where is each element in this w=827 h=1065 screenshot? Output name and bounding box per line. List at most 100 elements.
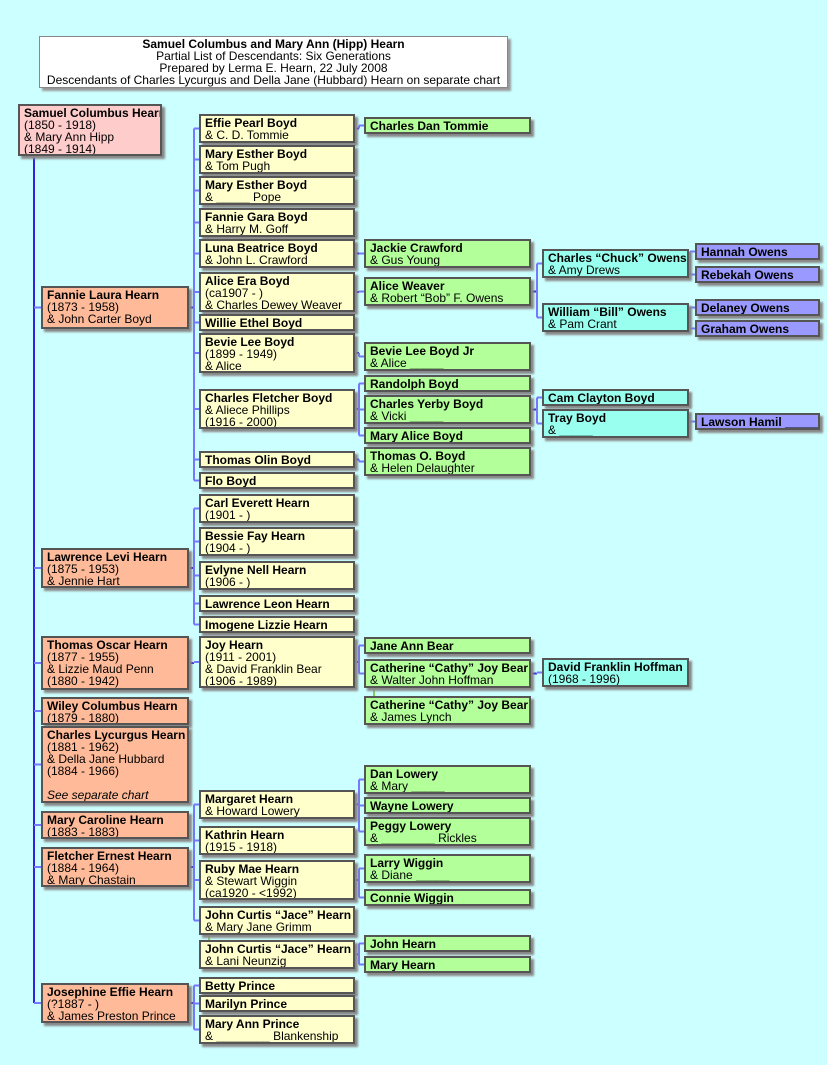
person-name: Rebekah Owens: [701, 268, 794, 282]
person-name: Willie Ethel Boyd: [205, 316, 303, 330]
person-detail: & James Preston Prince: [47, 1009, 176, 1023]
chart-author: Prepared by Lerma E. Hearn, 22 July 2008: [159, 61, 388, 75]
person-box-bevie: Bevie Lee Boyd(1899 - 1949)& Alice _____: [199, 333, 355, 373]
person-box-cathy-hoffman: Catherine “Cathy” Joy Bear& Walter John …: [364, 659, 531, 688]
person-name: Hannah Owens: [701, 245, 788, 259]
person-box-marilyn: Marilyn Prince: [199, 995, 355, 1012]
person-detail: & Howard Lowery: [205, 804, 300, 818]
person-name: Bessie Fay Hearn: [205, 529, 306, 543]
person-detail: & Mary Chastain: [47, 873, 136, 887]
person-detail: (1884 - 1966): [47, 764, 120, 778]
person-detail: & Harry M. Goff: [205, 222, 289, 236]
person-name: Cam Clayton Boyd: [548, 391, 655, 405]
person-name: Charles Dan Tommie: [370, 119, 489, 133]
person-box-connie: Connie Wiggin: [364, 889, 531, 906]
person-box-joy: Joy Hearn(1911 - 2001)& David Franklin B…: [199, 636, 355, 688]
person-detail: (1899 - 1949): [205, 347, 278, 361]
person-box-charles-yerby: Charles Yerby Boyd& Vicki _____: [364, 395, 531, 424]
person-box-larry: Larry Wiggin& Diane _____: [364, 854, 531, 883]
person-name: Joy Hearn: [205, 638, 264, 652]
person-detail: (1911 - 2001): [205, 650, 277, 664]
person-box-fannie-gara: Fannie Gara Boyd& Harry M. Goff: [199, 208, 355, 237]
person-name: Ruby Mae Hearn: [205, 862, 300, 876]
person-box-thomas-olin: Thomas Olin Boyd: [199, 451, 355, 468]
person-box-margaret: Margaret Hearn& Howard Lowery: [199, 790, 355, 819]
person-box-mary-caroline: Mary Caroline Hearn(1883 - 1883): [41, 811, 189, 839]
person-box-luna: Luna Beatrice Boyd& John L. Crawford: [199, 239, 355, 268]
person-name: Mary Caroline Hearn: [47, 813, 164, 827]
person-box-bessie: Bessie Fay Hearn(1904 - ): [199, 527, 355, 556]
person-name: Graham Owens: [701, 322, 790, 336]
person-box-mary-esther-pugh: Mary Esther Boyd& Tom Pugh: [199, 145, 355, 174]
person-detail: (1915 - 1918): [205, 840, 278, 854]
person-detail: & Vicki _____: [370, 409, 444, 423]
person-detail: & Amy Drews: [548, 263, 621, 277]
person-detail: & Stewart Wiggin: [205, 874, 298, 888]
person-name: Dan Lowery: [370, 767, 439, 781]
person-detail: & Lani Neunzig: [205, 954, 287, 968]
person-name: Lawrence Leon Hearn: [205, 597, 330, 611]
person-name: Jane Ann Bear: [370, 639, 454, 653]
person-detail: & John L. Crawford: [205, 253, 308, 267]
person-detail: & Walter John Hoffman: [370, 673, 494, 687]
person-name: Charles “Chuck” Owens: [548, 251, 687, 265]
person-box-josephine: Josephine Effie Hearn(?1887 - )& James P…: [41, 983, 189, 1023]
person-box-bill: William “Bill” Owens& Pam Crant: [542, 303, 689, 332]
person-detail: & David Franklin Bear: [205, 662, 322, 676]
person-detail: & ________ Rickles: [370, 831, 477, 845]
person-detail: (1884 - 1964): [47, 861, 120, 875]
person-box-fletcher: Fletcher Ernest Hearn(1884 - 1964)& Mary…: [41, 847, 189, 887]
person-name: Charles Lycurgus Hearn: [47, 728, 186, 742]
person-name: Bevie Lee Boyd Jr: [370, 344, 475, 358]
person-name: Fannie Laura Hearn: [47, 288, 160, 302]
person-name: Carl Everett Hearn: [205, 496, 310, 510]
person-detail: & Jennie Hart: [47, 574, 120, 588]
person-name: Connie Wiggin: [370, 891, 454, 905]
person-box-mary-ann-prince: Mary Ann Prince& ________ Blankenship: [199, 1015, 355, 1044]
person-name: Thomas Olin Boyd: [205, 453, 312, 467]
person-detail: & Helen Delaughter: [370, 461, 475, 475]
see-separate-chart-note: See separate chart: [47, 788, 149, 802]
person-name: Flo Boyd: [205, 474, 257, 488]
person-detail: & Gus Young: [370, 253, 441, 267]
person-box-jane-ann: Jane Ann Bear: [364, 637, 531, 654]
person-name: David Franklin Hoffman: [548, 660, 683, 674]
person-detail: & Diane _____: [370, 868, 450, 882]
person-name: Mary Esther Boyd: [205, 178, 308, 192]
person-detail: & Alice _____: [205, 359, 279, 373]
person-name: Larry Wiggin: [370, 856, 444, 870]
person-detail: & Alice _____: [370, 356, 444, 370]
person-detail: (1850 - 1918): [24, 118, 97, 132]
person-box-thomas-o: Thomas O. Boyd& Helen Delaughter: [364, 447, 531, 476]
person-name: Imogene Lizzie Hearn: [205, 618, 328, 632]
person-box-imogene: Imogene Lizzie Hearn: [199, 616, 355, 633]
person-box-jackie: Jackie Crawford& Gus Young: [364, 239, 531, 268]
person-box-lawson: Lawson Hamil _____: [695, 413, 820, 430]
person-box-betty: Betty Prince: [199, 977, 355, 994]
person-detail: & James Lynch: [370, 710, 452, 724]
person-box-peggy: Peggy Lowery& ________ Rickles: [364, 817, 531, 846]
person-detail: & Mary Jane Grimm: [205, 920, 312, 934]
person-name: Alice Era Boyd: [205, 274, 290, 288]
person-name: Wiley Columbus Hearn: [47, 699, 178, 713]
person-detail: (1883 - 1883): [47, 825, 120, 839]
person-box-bevie-jr: Bevie Lee Boyd Jr& Alice _____: [364, 342, 531, 371]
person-box-lawrence-levi: Lawrence Levi Hearn(1875 - 1953)& Jennie…: [41, 548, 189, 588]
person-box-cathy-lynch: Catherine “Cathy” Joy Bear& James Lynch: [364, 696, 531, 725]
person-box-fannie-laura: Fannie Laura Hearn(1873 - 1958)& John Ca…: [41, 286, 189, 329]
person-box-delaney: Delaney Owens: [695, 299, 820, 316]
person-box-wayne: Wayne Lowery: [364, 797, 531, 814]
person-detail: (1906 - 1989): [205, 674, 278, 688]
person-name: Evlyne Nell Hearn: [205, 563, 307, 577]
person-detail: & Pam Crant: [548, 317, 617, 331]
person-detail: (1881 - 1962): [47, 740, 120, 754]
person-box-willie: Willie Ethel Boyd: [199, 314, 355, 331]
person-detail: & Charles Dewey Weaver: [205, 298, 343, 312]
person-name: Catherine “Cathy” Joy Bear: [370, 698, 529, 712]
person-box-mary-esther-pope: Mary Esther Boyd& _____ Pope: [199, 176, 355, 205]
person-name: Lawson Hamil _____: [701, 415, 819, 429]
person-detail: & _____ Pope: [205, 190, 282, 204]
person-name: Randolph Boyd: [370, 377, 459, 391]
person-box-thomas-oscar: Thomas Oscar Hearn(1877 - 1955)& Lizzie …: [41, 636, 189, 690]
